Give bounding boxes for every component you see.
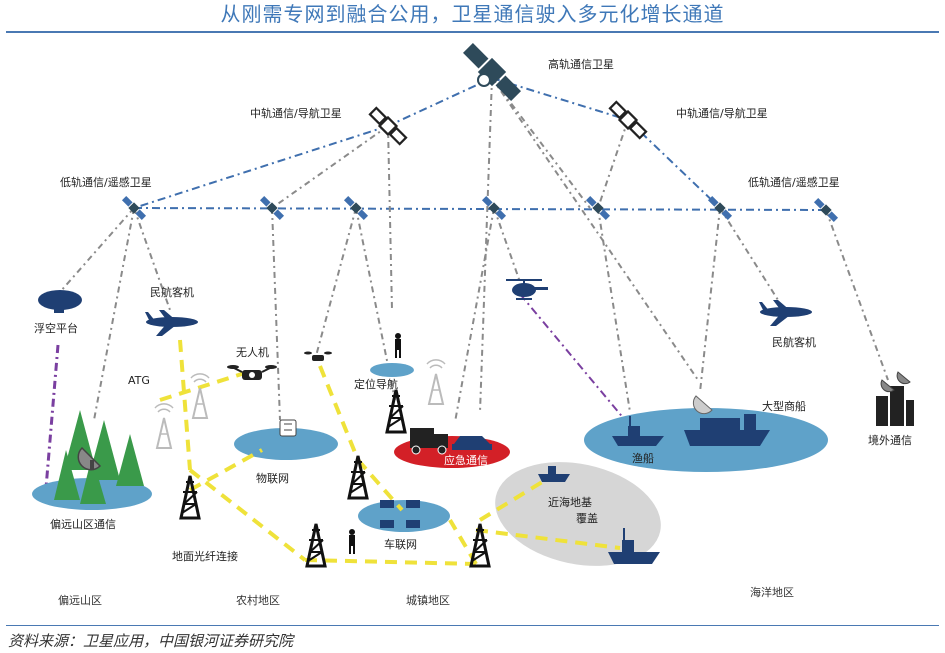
title-divider (6, 31, 939, 33)
vehicle-network-cars-icon (380, 500, 420, 528)
remote-comm-label: 偏远山区通信 (50, 517, 116, 531)
geo-satellite-icon (463, 43, 521, 101)
iot-device-icon (279, 419, 297, 437)
iot-label: 物联网 (256, 471, 289, 485)
drone-icon (227, 365, 277, 380)
overseas-station-icon (876, 371, 914, 426)
page-title: 从刚需专网到融合公用，卫星通信驶入多元化增长通道 (220, 2, 725, 26)
aerostat-icon (38, 290, 82, 313)
overseas-label: 境外通信 (868, 433, 912, 447)
fishing-boat-label: 渔船 (632, 451, 654, 465)
offshore-zone (495, 462, 661, 566)
person-icon (395, 333, 401, 358)
region-urban: 城镇地区 (406, 593, 450, 607)
drone-label: 无人机 (236, 345, 269, 359)
fiber-link-label: 地面光纤连接 (172, 549, 238, 563)
leo-left-label: 低轨通信/遥感卫星 (60, 175, 152, 189)
meo-left-label: 中轨通信/导航卫星 (250, 106, 342, 120)
atg-label: ATG (128, 374, 150, 387)
cell-tower-icon (385, 388, 407, 434)
meo-satellite-right-icon (608, 100, 648, 140)
fishing-boat-icon (612, 416, 664, 446)
source-note: 资料来源：卫星应用，中国银河证券研究院 (8, 632, 294, 650)
meo-right-label: 中轨通信/导航卫星 (676, 106, 768, 120)
positioning-label: 定位导航 (354, 377, 398, 391)
leo-satellite-icon (343, 195, 369, 221)
leo-right-label: 低轨通信/遥感卫星 (748, 175, 840, 189)
ship-dish-icon (692, 395, 713, 415)
vehicle-network-zone (358, 500, 450, 532)
airliner-right-label: 民航客机 (772, 335, 816, 349)
cell-tower-ghost-icon (154, 402, 174, 449)
satellite-network-diagram: 高轨通信卫星 中轨通信/导航卫星 中轨通信/导航卫星 低轨通信/遥感卫星 低轨通… (32, 43, 914, 607)
airliner-right-icon (759, 300, 812, 326)
geo-satellite-label: 高轨通信卫星 (548, 57, 614, 71)
offshore-label-2: 覆盖 (576, 511, 598, 525)
cargo-ship-label: 大型商船 (762, 399, 806, 413)
drone-small-icon (304, 351, 332, 361)
vehicle-net-label: 车联网 (384, 537, 417, 551)
offshore-boat-bottom-icon (608, 528, 660, 564)
person-icon (349, 529, 355, 554)
cell-tower-icon (179, 474, 201, 520)
region-rural: 农村地区 (236, 593, 280, 607)
emergency-vehicle-icon (410, 428, 492, 455)
footer-divider (6, 625, 939, 626)
leo-satellite-icon (813, 197, 839, 223)
region-remote: 偏远山区 (58, 593, 102, 607)
airliner-left-icon (145, 310, 198, 336)
emergency-label: 应急通信 (444, 453, 488, 467)
meo-satellite-left-icon (368, 106, 408, 146)
leo-satellite-icon (481, 195, 507, 221)
cell-tower-ghost-icon (426, 358, 446, 405)
aerostat-label: 浮空平台 (34, 321, 78, 335)
offshore-boat-top-icon (538, 466, 570, 482)
leo-satellite-icon (707, 195, 733, 221)
positioning-zone (370, 363, 414, 377)
cargo-ship-icon (684, 414, 770, 446)
satellite-dish-icon (77, 446, 102, 471)
helicopter-icon (506, 279, 548, 300)
cell-tower-ghost-icon (190, 372, 210, 419)
offshore-label: 近海地基 (548, 495, 592, 509)
airliner-left-label: 民航客机 (150, 285, 194, 299)
region-ocean: 海洋地区 (750, 585, 794, 599)
cell-tower-icon (347, 454, 369, 500)
iot-zone (234, 428, 338, 460)
